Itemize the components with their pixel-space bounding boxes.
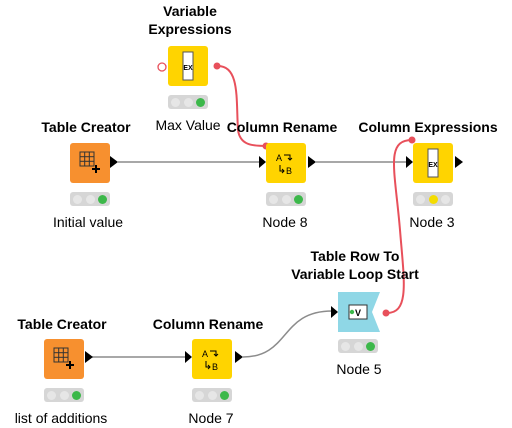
node-title: Column Rename [152, 316, 264, 332]
rename-icon: A B [202, 349, 219, 372]
variable-expressions-node[interactable]: EX [168, 46, 208, 86]
svg-text:A: A [202, 349, 208, 359]
column-expressions-node[interactable]: EX [413, 143, 453, 183]
svg-text:EX: EX [183, 65, 193, 72]
node-title-line: Variable [163, 3, 217, 19]
data-outport[interactable] [110, 156, 118, 168]
node-label[interactable]: Node 8 [262, 214, 308, 230]
node-title: Table Creator [17, 316, 107, 332]
data-outport[interactable] [85, 351, 93, 363]
rename-icon: A B [276, 153, 293, 176]
node-title: Variable Expressions [148, 2, 231, 38]
node-label[interactable]: Initial value [52, 214, 124, 230]
node-label[interactable]: list of additions [14, 410, 108, 426]
node-label[interactable]: Node 7 [188, 410, 234, 426]
column-rename-node[interactable]: A B [266, 143, 306, 183]
status-traffic-light [266, 192, 306, 206]
variable-inport[interactable] [408, 136, 416, 144]
node-title: Table Creator [41, 119, 131, 135]
data-outport[interactable] [455, 156, 463, 168]
loop-start-node[interactable]: V [338, 292, 380, 332]
node-label[interactable]: Node 5 [336, 361, 382, 377]
status-traffic-light [70, 192, 110, 206]
data-outport[interactable] [308, 156, 316, 168]
node-title: Column Rename [226, 119, 338, 135]
node-title-line: Table Row To [310, 248, 400, 264]
status-traffic-light [168, 95, 208, 109]
variable-connection-loop5-ce3[interactable] [386, 139, 413, 314]
node-label[interactable]: Node 3 [409, 214, 455, 230]
table-plus-icon [53, 347, 74, 369]
ex-icon: EX [427, 148, 439, 178]
table-plus-icon [79, 151, 100, 173]
svg-text:B: B [212, 362, 218, 372]
status-traffic-light [44, 388, 84, 402]
svg-text:B: B [286, 166, 292, 176]
svg-text:A: A [276, 153, 282, 163]
data-inport[interactable] [259, 156, 266, 168]
column-rename-node[interactable]: A B [192, 339, 232, 379]
variable-connection-varexpr-cr8[interactable] [217, 65, 267, 147]
status-traffic-light [413, 192, 453, 206]
svg-text:EX: EX [428, 162, 438, 169]
table-creator-node[interactable] [70, 143, 110, 183]
variable-outport[interactable] [213, 62, 221, 70]
table-creator-node[interactable] [44, 339, 84, 379]
status-traffic-light [192, 388, 232, 402]
node-title: Table Row To Variable Loop Start [291, 247, 419, 283]
data-inport[interactable] [331, 306, 338, 318]
node-title-line: Expressions [148, 21, 232, 37]
variable-inport[interactable] [157, 62, 167, 72]
node-title: Column Expressions [358, 119, 498, 135]
node-label[interactable]: Max Value [155, 117, 221, 133]
data-outport[interactable] [235, 351, 243, 363]
loop-variable-icon: V [338, 292, 380, 332]
variable-outport[interactable] [382, 309, 390, 317]
data-inport[interactable] [406, 156, 413, 168]
ex-icon: EX [182, 51, 194, 81]
status-traffic-light [338, 339, 378, 353]
connection-cr7-loop5[interactable] [242, 310, 333, 358]
svg-text:V: V [355, 308, 361, 318]
node-title-line: Variable Loop Start [291, 266, 419, 282]
data-inport[interactable] [185, 351, 192, 363]
